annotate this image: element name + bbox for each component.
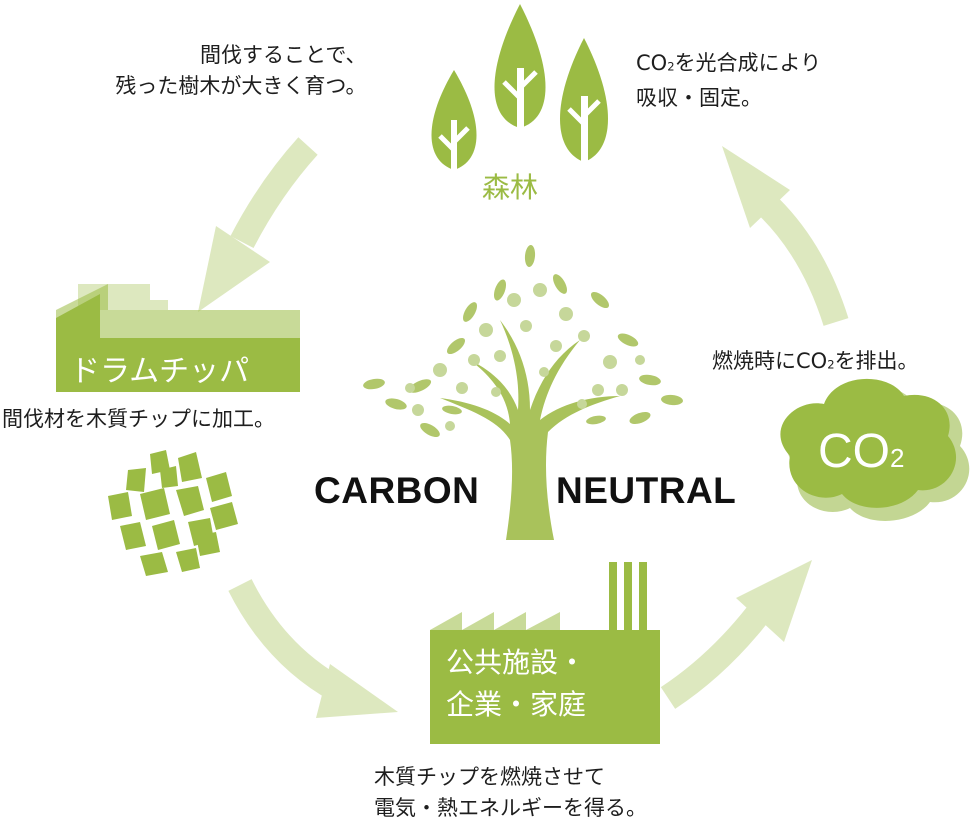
caption-energy: 木質チップを燃焼させて 電気・熱エネルギーを得る。	[374, 762, 647, 824]
wood-chips-icon	[108, 450, 238, 576]
caption-thinning-line2: 残った樹木が大きく育つ。	[115, 74, 367, 98]
arrow-facility-to-co2-icon	[660, 560, 812, 709]
facility-label-line2: 企業・家庭	[446, 688, 587, 721]
central-tree-icon	[363, 245, 683, 540]
caption-energy-line1: 木質チップを燃焼させて	[374, 765, 605, 789]
forest-label: 森林	[482, 171, 539, 204]
facility-label-line1: 公共施設・	[446, 646, 587, 679]
caption-absorb: CO2を光合成により 吸収・固定。	[636, 48, 821, 114]
caption-absorb-line1: CO2を光合成により	[636, 51, 822, 75]
center-word-carbon: CARBON	[314, 470, 480, 511]
caption-thinning-line1: 間伐することで、	[200, 43, 367, 67]
arrow-chips-to-facility-icon	[228, 579, 398, 718]
arrow-co2-to-forest-icon	[722, 146, 849, 326]
center-word-neutral: NEUTRAL	[556, 470, 737, 511]
co2-cloud-co: CO	[818, 425, 890, 478]
tree-left-icon	[431, 70, 477, 198]
tree-center-icon	[494, 4, 546, 180]
forest-icon	[431, 4, 608, 200]
caption-energy-line2: 電気・熱エネルギーを得る。	[374, 796, 647, 820]
facility-label: 公共施設・ 企業・家庭	[446, 642, 586, 726]
co2-cloud-subscript: 2	[890, 443, 905, 473]
caption-emit: 燃焼時にCO2を排出。	[712, 349, 919, 373]
factory-icon	[430, 562, 660, 744]
co2-cloud-icon	[780, 378, 970, 521]
arrow-forest-to-chipper-icon	[198, 137, 318, 312]
caption-processing: 間伐材を木質チップに加工。	[2, 407, 275, 431]
tree-right-icon	[560, 38, 608, 200]
caption-thinning: 間伐することで、 残った樹木が大きく育つ。	[115, 40, 367, 102]
cycle-arrows	[198, 137, 849, 718]
drum-chipper-label: ドラムチッパ	[70, 354, 250, 389]
drum-chipper-building-icon	[56, 284, 300, 392]
co2-cloud-label: CO2	[818, 424, 904, 479]
caption-absorb-line2: 吸収・固定。	[636, 85, 762, 110]
